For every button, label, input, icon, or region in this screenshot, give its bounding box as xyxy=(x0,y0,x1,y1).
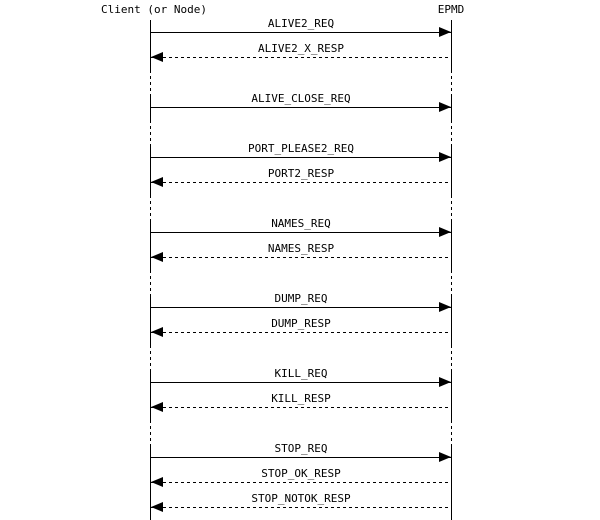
epmd-lifeline-segment xyxy=(451,395,452,420)
message-label: DUMP_REQ xyxy=(274,292,328,305)
message-label: DUMP_RESP xyxy=(271,317,331,330)
message-label: NAMES_REQ xyxy=(271,217,331,230)
client-lifeline-segment xyxy=(150,395,151,420)
message-label: NAMES_RESP xyxy=(267,242,335,255)
client-lifeline-segment xyxy=(150,195,151,220)
arrowhead-right xyxy=(439,27,451,37)
epmd-lifeline-segment xyxy=(451,45,452,70)
epmd-lifeline-segment xyxy=(451,170,452,195)
message-line xyxy=(151,457,451,458)
client-lifeline-segment xyxy=(150,445,151,470)
message-line xyxy=(151,332,451,333)
arrowhead-right xyxy=(439,227,451,237)
message-label: STOP_REQ xyxy=(274,442,328,455)
epmd-lifeline-segment xyxy=(451,95,452,120)
participant-client-label: Client (or Node) xyxy=(101,3,207,16)
message-label: ALIVE2_X_RESP xyxy=(257,42,345,55)
client-lifeline-segment xyxy=(150,220,151,245)
message-line xyxy=(151,307,451,308)
message-line xyxy=(151,182,451,183)
epmd-lifeline-segment xyxy=(451,345,452,370)
epmd-lifeline-segment xyxy=(451,295,452,320)
message-label: STOP_OK_RESP xyxy=(261,467,341,480)
client-lifeline-segment xyxy=(150,45,151,70)
arrowhead-left xyxy=(151,252,163,262)
client-lifeline-segment xyxy=(150,170,151,195)
message-line xyxy=(151,57,451,58)
message-line xyxy=(151,482,451,483)
epmd-lifeline-segment xyxy=(451,470,452,495)
client-lifeline-segment xyxy=(150,20,151,45)
client-lifeline-segment xyxy=(150,295,151,320)
message-line xyxy=(151,107,451,108)
arrowhead-right xyxy=(439,377,451,387)
message-line xyxy=(151,157,451,158)
epmd-lifeline-segment xyxy=(451,320,452,345)
message-label: PORT2_RESP xyxy=(267,167,335,180)
client-lifeline-segment xyxy=(150,120,151,145)
epmd-lifeline-segment xyxy=(451,445,452,470)
message-label: PORT_PLEASE2_REQ xyxy=(248,142,354,155)
client-lifeline-segment xyxy=(150,95,151,120)
message-label: STOP_NOTOK_RESP xyxy=(251,492,351,505)
message-line xyxy=(151,232,451,233)
client-lifeline-segment xyxy=(150,70,151,95)
message-label: ALIVE_CLOSE_REQ xyxy=(251,92,351,105)
message-label: KILL_RESP xyxy=(271,392,331,405)
client-lifeline-segment xyxy=(150,245,151,270)
arrowhead-right xyxy=(439,452,451,462)
arrowhead-right xyxy=(439,152,451,162)
arrowhead-left xyxy=(151,52,163,62)
epmd-lifeline-segment xyxy=(451,220,452,245)
message-line xyxy=(151,507,451,508)
message-line xyxy=(151,32,451,33)
epmd-lifeline-segment xyxy=(451,420,452,445)
message-line xyxy=(151,407,451,408)
client-lifeline-segment xyxy=(150,370,151,395)
arrowhead-left xyxy=(151,477,163,487)
epmd-lifeline-segment xyxy=(451,145,452,170)
arrowhead-right xyxy=(439,302,451,312)
epmd-lifeline-segment xyxy=(451,245,452,270)
client-lifeline-segment xyxy=(150,470,151,495)
message-line xyxy=(151,257,451,258)
arrowhead-left xyxy=(151,177,163,187)
message-label: ALIVE2_REQ xyxy=(267,17,335,30)
arrowhead-left xyxy=(151,502,163,512)
arrowhead-left xyxy=(151,402,163,412)
client-lifeline-segment xyxy=(150,320,151,345)
epmd-lifeline-segment xyxy=(451,195,452,220)
arrowhead-right xyxy=(439,102,451,112)
epmd-lifeline-segment xyxy=(451,20,452,45)
epmd-lifeline-segment xyxy=(451,270,452,295)
arrowhead-left xyxy=(151,327,163,337)
client-lifeline-segment xyxy=(150,495,151,520)
client-lifeline-segment xyxy=(150,345,151,370)
client-lifeline-segment xyxy=(150,145,151,170)
epmd-lifeline-segment xyxy=(451,370,452,395)
epmd-lifeline-segment xyxy=(451,70,452,95)
participant-epmd-label: EPMD xyxy=(437,3,465,16)
client-lifeline-segment xyxy=(150,270,151,295)
message-line xyxy=(151,382,451,383)
message-label: KILL_REQ xyxy=(274,367,328,380)
client-lifeline-segment xyxy=(150,420,151,445)
epmd-lifeline-segment xyxy=(451,120,452,145)
epmd-lifeline-segment xyxy=(451,495,452,520)
